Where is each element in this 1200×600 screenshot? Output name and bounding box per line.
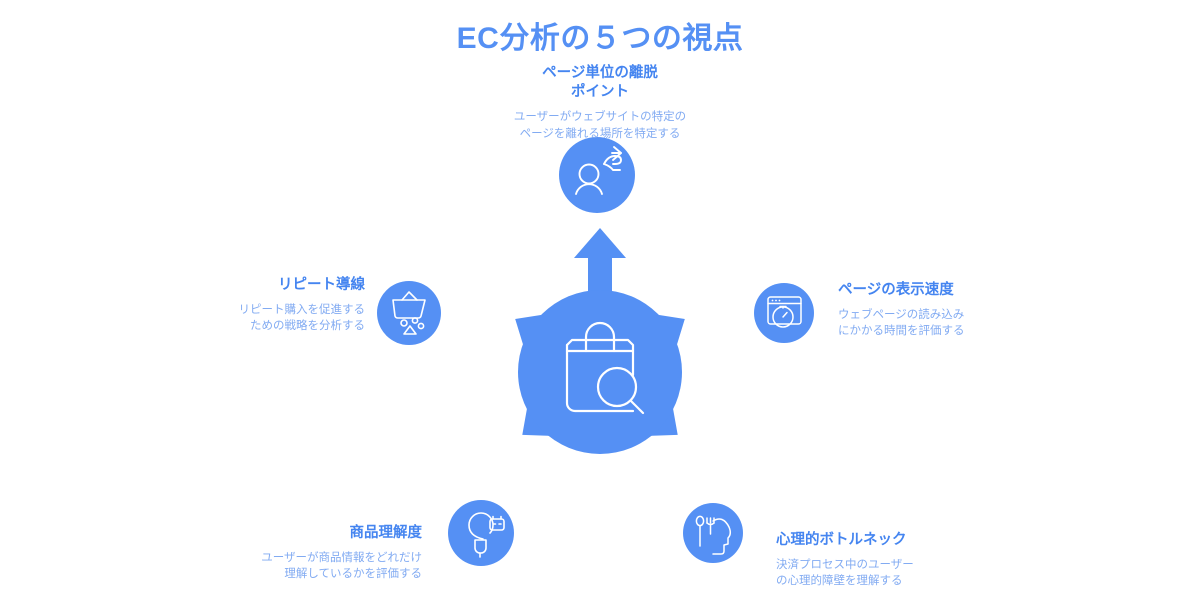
node-title-repeat-flow: リピート導線 [278,277,365,293]
node-circle-exit-point[interactable] [559,137,635,213]
node-title-line2: ポイント [571,84,629,101]
center-hub[interactable] [518,290,682,454]
shopping-bag-search-icon [565,321,645,415]
node-desc-line1: ユーザーがウェブサイトの特定の [513,111,687,124]
node-label-repeat-flow: リピート導線 リピート購入を促進する ための戦略を分析する [180,276,366,335]
node-desc-line2: ページを離れる場所を特定する [519,127,681,140]
node-desc-product-understanding: ユーザーが商品情報をどれだけ 理解しているかを評価する [222,550,422,583]
person-exit-icon [575,146,622,195]
node-desc-line1: リピート購入を促進する [238,304,366,317]
node-label-exit-point: ページ単位の離脱 ポイント ユーザーがウェブサイトの特定の ページを離れる場所を… [460,64,740,142]
shopping-basket-items-icon [392,291,426,335]
node-desc-psychological-bottleneck: 決済プロセス中のユーザー の心理的障壁を理解する [776,557,976,590]
node-title-psychological-bottleneck: 心理的ボトルネック [776,532,907,548]
node-title-line1: ページ単位の離脱 [542,65,658,81]
node-desc-exit-point: ユーザーがウェブサイトの特定の ページを離れる場所を特定する [460,109,740,142]
browser-stopwatch-icon [767,296,802,328]
head-profile-utensils-icon [695,515,732,555]
node-title-page-speed: ページの表示速度 [838,282,954,298]
node-circle-psychological-bottleneck[interactable] [683,503,743,563]
node-desc-line2: 理解しているかを評価する [284,568,422,581]
node-label-page-speed: ページの表示速度 ウェブページの読み込み にかかる時間を評価する [838,281,1033,340]
node-circle-product-understanding[interactable] [448,500,514,566]
node-title-exit-point: ページ単位の離脱 ポイント [460,64,740,102]
node-desc-line1: ウェブページの読み込み [838,309,965,322]
node-circle-repeat-flow[interactable] [377,281,441,345]
node-desc-page-speed: ウェブページの読み込み にかかる時間を評価する [838,307,1033,340]
node-desc-repeat-flow: リピート購入を促進する ための戦略を分析する [180,302,366,335]
node-label-product-understanding: 商品理解度 ユーザーが商品情報をどれだけ 理解しているかを評価する [222,524,422,583]
node-circle-page-speed[interactable] [754,283,814,343]
node-title-product-understanding: 商品理解度 [349,525,423,541]
node-desc-line2: ための戦略を分析する [250,320,365,333]
page-title: EC分析の５つの視点 [456,22,744,55]
node-desc-line2: にかかる時間を評価する [838,325,965,338]
node-desc-line1: 決済プロセス中のユーザー [776,559,914,572]
lightbulb-device-icon [468,512,505,558]
node-desc-line2: の心理的障壁を理解する [776,575,903,588]
node-label-psychological-bottleneck: 心理的ボトルネック 決済プロセス中のユーザー の心理的障壁を理解する [776,531,976,590]
node-desc-line1: ユーザーが商品情報をどれだけ [261,552,422,565]
